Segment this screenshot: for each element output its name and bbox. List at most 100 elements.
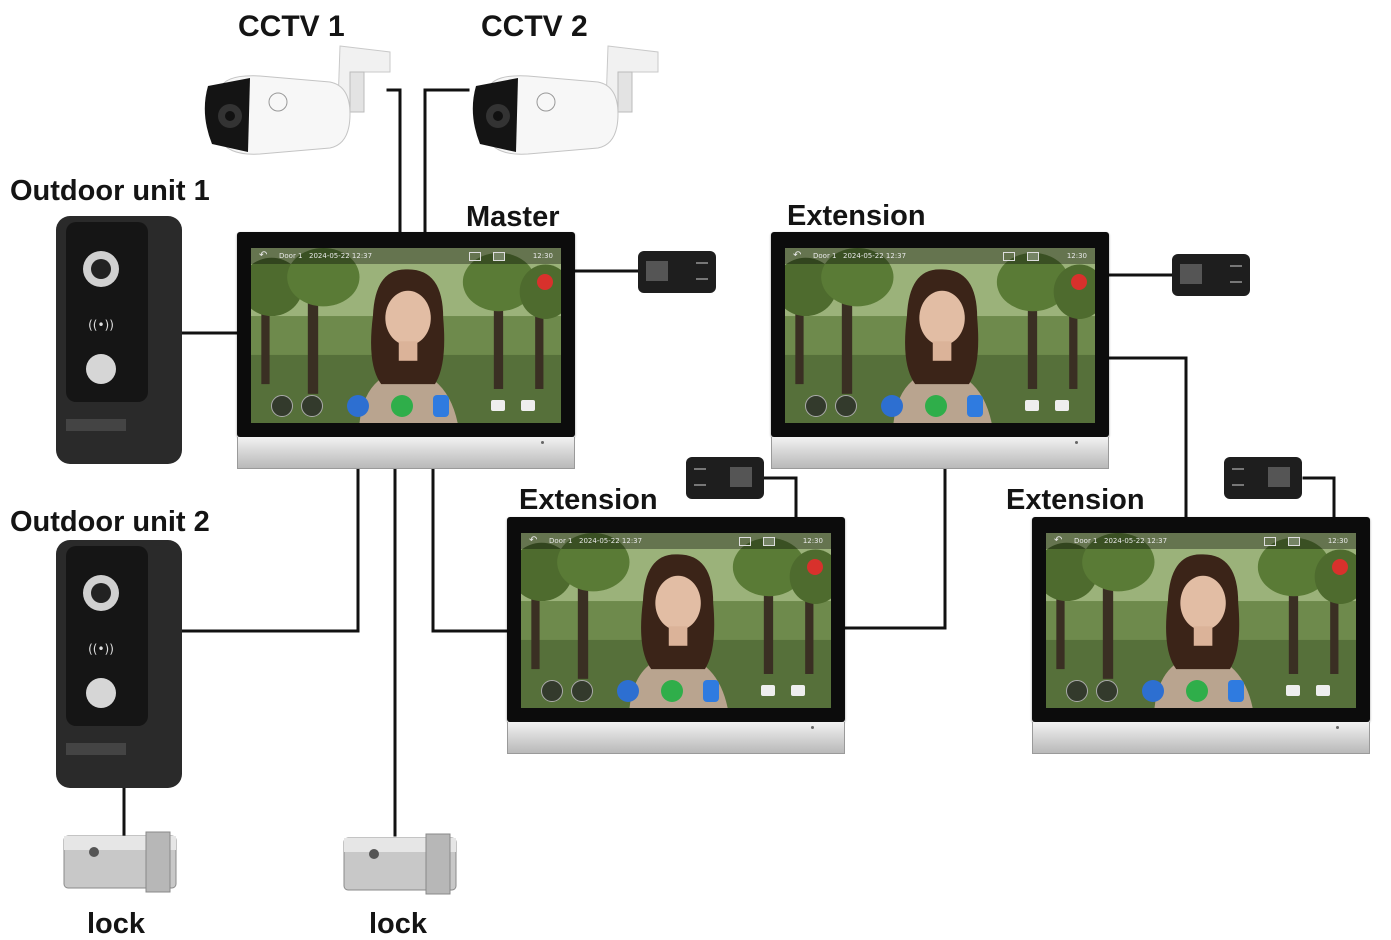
monitor-extension-mid: ↶ Door 1 2024-05-22 12:37 12:30 [507,517,845,754]
alarm-icon[interactable] [1332,559,1348,575]
back-arrow-icon[interactable]: ↶ [1054,535,1063,546]
snapshot-icon[interactable] [1055,400,1069,411]
alarm-icon[interactable] [1071,274,1087,290]
transfer-icon[interactable] [835,395,857,417]
gallery-icon[interactable] [1003,252,1015,261]
gallery-icon[interactable] [739,537,751,546]
wire-extension-top-extension-right [1106,356,1188,520]
wire-extension-mid-extension-top [843,468,947,630]
unlock-icon[interactable] [703,680,719,702]
cctv-switch-icon[interactable] [881,395,903,417]
monitor-master: ↶ Door 1 2024-05-22 12:37 12:30 [237,232,575,469]
cctv-camera-icon [204,45,391,155]
call-controls [785,395,1095,417]
door-label: Door 1 [1074,537,1098,545]
electric-lock-icon [63,831,177,893]
door-label: Door 1 [549,537,573,545]
svg-text:((•)): ((•)) [88,318,114,332]
monitor-icon[interactable] [1288,537,1300,546]
intercom-icon[interactable] [1066,680,1088,702]
power-adapter-icon [1172,254,1250,296]
transfer-icon[interactable] [571,680,593,702]
datetime-label: 2024-05-22 12:37 [579,537,643,545]
call-controls [1046,680,1356,702]
monitor-bezel: ↶ Door 1 2024-05-22 12:37 12:30 [771,232,1109,437]
screen-status-bar: ↶ Door 1 2024-05-22 12:37 12:30 [251,248,561,264]
answer-call-icon[interactable] [661,680,683,702]
monitor-icon[interactable] [1027,252,1039,261]
power-adapter-icon [638,251,716,293]
label-cctv1: CCTV 1 [238,10,345,43]
outdoor-doorbell-icon: ((•)) [56,540,182,788]
monitor-screen: ↶ Door 1 2024-05-22 12:37 12:30 [521,533,831,708]
wire-cctv2-master [423,88,470,234]
power-adapter-icon [1224,457,1302,499]
snapshot-icon[interactable] [521,400,535,411]
record-video-icon[interactable] [1286,685,1300,696]
answer-call-icon[interactable] [1186,680,1208,702]
label-extension-top: Extension [787,200,926,232]
monitor-icon[interactable] [763,537,775,546]
intercom-icon[interactable] [541,680,563,702]
snapshot-icon[interactable] [791,685,805,696]
back-arrow-icon[interactable]: ↶ [529,535,538,546]
datetime-label: 2024-05-22 12:37 [1104,537,1168,545]
cctv-switch-icon[interactable] [617,680,639,702]
back-arrow-icon[interactable]: ↶ [259,250,268,261]
datetime-label: 2024-05-22 12:37 [309,252,373,260]
screen-status-bar: ↶ Door 1 2024-05-22 12:37 12:30 [785,248,1095,264]
alarm-icon[interactable] [807,559,823,575]
label-extension-mid: Extension [519,484,658,516]
record-video-icon[interactable] [1025,400,1039,411]
datetime-label: 2024-05-22 12:37 [843,252,907,260]
time-label: 12:30 [1327,537,1348,545]
unlock-icon[interactable] [433,395,449,417]
monitor-screen: ↶ Door 1 2024-05-22 12:37 12:30 [251,248,561,423]
label-cctv2: CCTV 2 [481,10,588,43]
snapshot-icon[interactable] [1316,685,1330,696]
monitor-bezel: ↶ Door 1 2024-05-22 12:37 12:30 [237,232,575,437]
label-outdoor-unit-2: Outdoor unit 2 [10,506,210,538]
cctv-camera-icon [472,45,659,155]
monitor-chin [1032,722,1370,754]
gallery-icon[interactable] [1264,537,1276,546]
call-controls [251,395,561,417]
answer-call-icon[interactable] [391,395,413,417]
time-label: 12:30 [802,537,823,545]
monitor-bezel: ↶ Door 1 2024-05-22 12:37 12:30 [1032,517,1370,722]
call-controls [521,680,831,702]
alarm-icon[interactable] [537,274,553,290]
power-adapter-icon [686,457,764,499]
wire-cctv1-master [386,88,402,234]
answer-call-icon[interactable] [925,395,947,417]
monitor-extension-top: ↶ Door 1 2024-05-22 12:37 12:30 [771,232,1109,469]
unlock-icon[interactable] [1228,680,1244,702]
time-label: 12:30 [1066,252,1087,260]
svg-text:((•)): ((•)) [88,642,114,656]
wire-adapter-extension-mid [763,476,798,520]
label-lock-mid: lock [369,908,428,940]
monitor-icon[interactable] [493,252,505,261]
gallery-icon[interactable] [469,252,481,261]
transfer-icon[interactable] [301,395,323,417]
monitor-extension-right: ↶ Door 1 2024-05-22 12:37 12:30 [1032,517,1370,754]
intercom-icon[interactable] [271,395,293,417]
label-extension-right: Extension [1006,484,1145,516]
label-master: Master [466,201,560,233]
unlock-icon[interactable] [967,395,983,417]
time-label: 12:30 [532,252,553,260]
back-arrow-icon[interactable]: ↶ [793,250,802,261]
screen-status-bar: ↶ Door 1 2024-05-22 12:37 12:30 [1046,533,1356,549]
monitor-chin [237,437,575,469]
intercom-icon[interactable] [805,395,827,417]
label-lock-left: lock [87,908,146,940]
record-video-icon[interactable] [761,685,775,696]
outdoor-doorbell-icon: ((•)) [56,216,182,464]
cctv-switch-icon[interactable] [347,395,369,417]
record-video-icon[interactable] [491,400,505,411]
transfer-icon[interactable] [1096,680,1118,702]
door-label: Door 1 [813,252,837,260]
cctv-switch-icon[interactable] [1142,680,1164,702]
